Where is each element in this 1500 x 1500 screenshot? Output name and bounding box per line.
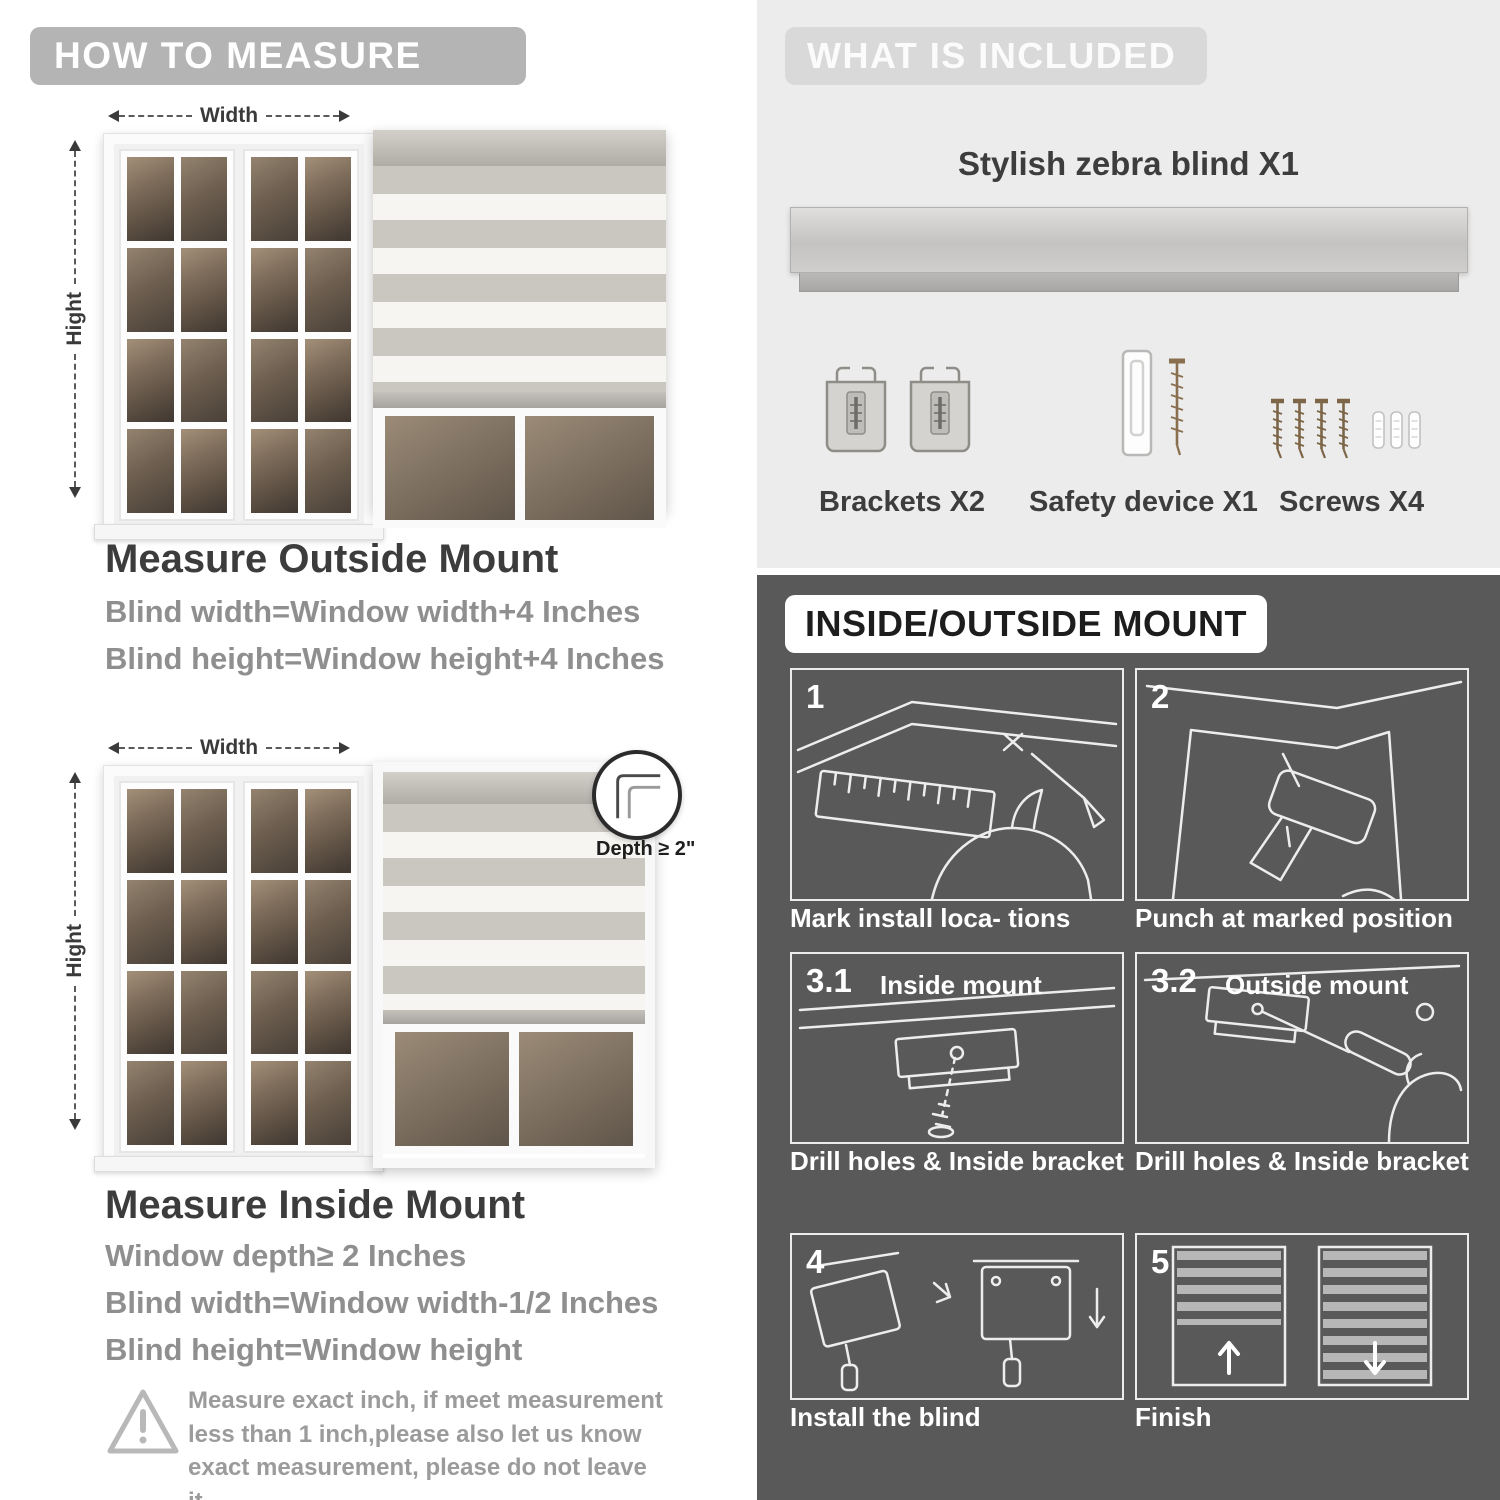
step-number: 1 (806, 678, 825, 715)
window-illustration-inside (94, 765, 384, 1172)
inside-outside-mount-section: INSIDE/OUTSIDE MOUNT (757, 575, 1500, 1500)
inside-bracket-illustration (798, 986, 1116, 1139)
step-1-caption: Mark install loca- tions (790, 903, 1071, 933)
brackets-label: Brackets X2 (819, 486, 986, 518)
height-dimension-inside: Hight (62, 772, 88, 1130)
inside-rule-1: Window depth≥ 2 Inches (105, 1238, 467, 1273)
arrow-down-icon (69, 487, 81, 498)
mark-locations-illustration (796, 700, 1118, 899)
safety-device-label: Safety device X1 (1029, 486, 1258, 518)
depth-callout-label: Depth ≥ 2" (596, 838, 696, 860)
width-dimension-outside: Width (108, 104, 350, 128)
inside-mount-label: Inside mount (880, 970, 1042, 1000)
how-to-measure-title: HOW TO MEASURE (54, 35, 422, 76)
window-below-blind (373, 408, 666, 528)
arrow-up-icon (69, 140, 81, 151)
inside-mount-title: Measure Inside Mount (105, 1183, 526, 1227)
arrow-right-icon (339, 110, 350, 122)
width-dimension-inside: Width (108, 736, 350, 760)
what-is-included-header: WHAT IS INCLUDED (785, 27, 1207, 85)
drill-illustration (1145, 680, 1463, 899)
height-label: Hight (63, 924, 86, 978)
blind-stripes (383, 804, 645, 1010)
safety-device-icon (1121, 349, 1185, 457)
arrow-up-icon (69, 772, 81, 783)
step-3-2-panel: 3.2 Outside mount (1135, 952, 1469, 1144)
window-sash (119, 781, 235, 1153)
step-number: 2 (1151, 678, 1170, 715)
zebra-blind-illustration-outside (373, 130, 666, 528)
headrail-illustration (790, 207, 1468, 295)
zebra-blind-quantity-label: Stylish zebra blind X1 (957, 145, 1300, 182)
step-3-1-caption: Drill holes & Inside bracket (790, 1146, 1124, 1176)
arrow-left-icon (108, 742, 119, 754)
window-sill (94, 1156, 384, 1172)
depth-callout-circle (592, 750, 682, 840)
what-is-included-title: WHAT IS INCLUDED (807, 35, 1177, 76)
mount-title: INSIDE/OUTSIDE MOUNT (805, 603, 1248, 644)
install-blind-illustration (808, 1251, 1106, 1392)
step-3-1-panel: 3.1 Inside mount (790, 952, 1124, 1144)
arrow-right-icon (339, 742, 350, 754)
step-number: 3.1 (806, 962, 852, 999)
width-label: Width (199, 736, 259, 759)
step-4-panel: 4 (790, 1233, 1124, 1400)
outside-rule-1: Blind width=Window width+4 Inches (105, 594, 641, 629)
step-number: 3.2 (1151, 962, 1197, 999)
outside-mount-title: Measure Outside Mount (105, 537, 559, 581)
blind-bottom-rail (383, 1010, 645, 1024)
step-4-caption: Install the blind (790, 1402, 981, 1432)
step-3-2-caption: Drill holes & Inside bracket (1135, 1146, 1469, 1176)
step-number: 5 (1151, 1243, 1170, 1280)
arrow-left-icon (108, 110, 119, 122)
outside-rule-2: Blind height=Window height+4 Inches (105, 641, 665, 676)
measurement-warning-note: Measure exact inch, if meet measurement … (188, 1387, 663, 1500)
outside-mount-label: Outside mount (1225, 970, 1409, 1000)
step-number: 4 (806, 1243, 825, 1280)
step-5-caption: Finish (1135, 1402, 1212, 1432)
step-2-caption: Punch at marked position (1135, 903, 1453, 933)
arrow-down-icon (69, 1119, 81, 1130)
window-sash (243, 149, 359, 521)
blind-bottom-rail (373, 392, 666, 408)
inside-rule-3: Blind height=Window height (105, 1332, 523, 1367)
step-5-panel: 5 (1135, 1233, 1469, 1400)
height-label: Hight (63, 292, 86, 346)
outside-bracket-illustration (1143, 964, 1463, 1142)
how-to-measure-header: HOW TO MEASURE (30, 27, 526, 85)
window-sash (243, 781, 359, 1153)
warning-icon (107, 1389, 179, 1454)
step-1-panel: 1 (790, 668, 1124, 901)
window-sill (94, 524, 384, 540)
width-label: Width (199, 104, 259, 127)
screw-icon (1265, 392, 1421, 468)
mount-header: INSIDE/OUTSIDE MOUNT (785, 595, 1267, 653)
window-below-blind (383, 1024, 645, 1154)
step-2-panel: 2 (1135, 668, 1469, 901)
bracket-icon (825, 366, 971, 453)
frame-corner-icon (616, 774, 661, 819)
finish-illustration (1171, 1245, 1433, 1387)
what-is-included-section: WHAT IS INCLUDED Stylish zebra blind X1 (757, 0, 1500, 568)
height-dimension-outside: Hight (62, 140, 88, 498)
inside-rule-2: Blind width=Window width-1/2 Inches (105, 1285, 659, 1320)
window-sash (119, 149, 235, 521)
blind-stripes (373, 166, 666, 392)
window-illustration-outside (94, 133, 384, 540)
screws-label: Screws X4 (1279, 486, 1425, 518)
blind-cassette (373, 130, 666, 166)
